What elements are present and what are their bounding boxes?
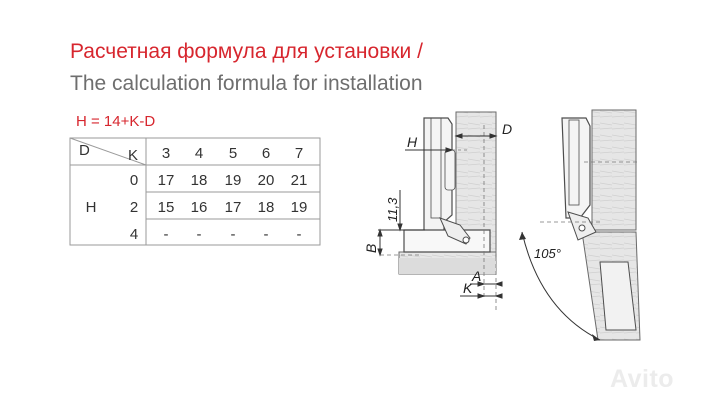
title-english: The calculation formula for installation [70, 72, 423, 95]
dimension-lines [377, 133, 503, 299]
label-b: B [363, 244, 379, 253]
table-cell: 16 [191, 199, 208, 216]
table-cell: 17 [225, 199, 242, 216]
cabinet-side-panel [455, 111, 497, 253]
angle-arc [521, 231, 601, 341]
table-cell: - [164, 226, 169, 243]
table-cell: 17 [158, 172, 175, 189]
table-d-value: 0 [130, 172, 138, 189]
table-cell: 21 [291, 172, 308, 189]
table-cell: 18 [258, 199, 275, 216]
label-h: H [407, 134, 418, 150]
table-cell: 20 [258, 172, 275, 189]
table-k-header: 3 [162, 145, 170, 162]
table-k-header: 7 [295, 145, 303, 162]
closed-hinge-drawing [380, 111, 497, 310]
label-angle: 105° [534, 246, 561, 261]
table-d-value: 2 [130, 199, 138, 216]
open-hinge-drawing [519, 109, 641, 341]
table-cell: - [264, 226, 269, 243]
cabinet-side-panel-open [591, 109, 637, 231]
formula: H = 14+K-D [76, 113, 156, 130]
table-corner-k: K [128, 147, 138, 164]
label-a: A [471, 268, 481, 284]
label-d: D [502, 121, 512, 137]
table-d-value: 4 [130, 226, 138, 243]
table-corner-d: D [79, 142, 90, 159]
table-k-header: 5 [229, 145, 237, 162]
table-cell: - [297, 226, 302, 243]
hinge-arm-open [561, 117, 591, 219]
table-row-group-h: H [86, 199, 97, 216]
avito-watermark: Avito [610, 365, 675, 393]
table-cell: 19 [225, 172, 242, 189]
table-cell: 19 [291, 199, 308, 216]
table-cell: 18 [191, 172, 208, 189]
table-cell: - [231, 226, 236, 243]
table-cell: 15 [158, 199, 175, 216]
label-k: K [463, 280, 473, 296]
table-k-header: 6 [262, 145, 270, 162]
label-11-3: 11,3 [385, 197, 400, 222]
table-k-header: 4 [195, 145, 203, 162]
table-cell: - [197, 226, 202, 243]
title-russian: Расчетная формула для установки / [70, 40, 423, 63]
